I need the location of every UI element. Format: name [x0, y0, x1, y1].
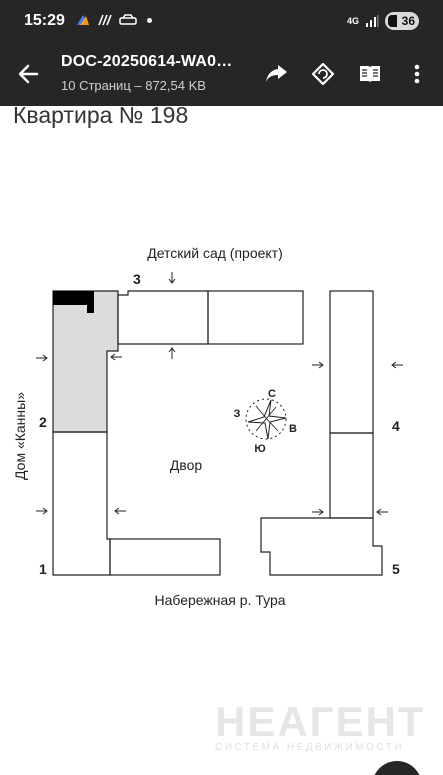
notification-dot — [147, 17, 152, 23]
apartment-heading: Квартира № 198 — [13, 106, 189, 128]
building-section-3 — [117, 290, 209, 345]
battery-icon: 36 — [385, 12, 419, 30]
kindergarten-label: Детский сад (проект) — [147, 245, 283, 261]
cell-signal-icon — [366, 15, 379, 27]
status-right: 4G 36 — [347, 12, 419, 30]
battery-level: 36 — [401, 14, 415, 28]
building-section-5 — [260, 517, 383, 576]
building-section-1-wing — [109, 538, 221, 576]
status-bar: 15:29 4G 36 — [0, 0, 443, 42]
building-section-4-lower — [329, 432, 374, 519]
compass-west: З — [234, 408, 241, 420]
section-number-4: 4 — [392, 418, 400, 434]
yard-label: Двор — [170, 457, 203, 473]
entrance-arrows — [36, 272, 403, 516]
section-number-2: 2 — [39, 414, 47, 430]
app-bar: DOC-20250614-WA0… 10 Страниц – 872,54 KB — [0, 42, 443, 106]
share-button[interactable] — [258, 56, 294, 92]
apartment-marker-notch — [87, 291, 94, 313]
network-type: 4G — [346, 15, 359, 26]
app-notification-icon — [77, 15, 89, 25]
section-number-5: 5 — [392, 561, 400, 577]
compass-south: Ю — [254, 443, 265, 455]
compass-east: В — [289, 423, 297, 435]
site-plan: Детский сад (проект) 3 2 1 4 5 Дом «Канн… — [12, 245, 403, 608]
embankment-label: Набережная р. Тура — [154, 592, 285, 608]
back-arrow-icon — [18, 64, 39, 84]
notification-icons — [75, 13, 152, 27]
rotate-button[interactable] — [305, 56, 341, 92]
building-section-1 — [52, 431, 111, 576]
apartment-marker — [53, 291, 94, 305]
signal-lines-icon — [98, 14, 112, 26]
more-vert-icon — [414, 64, 420, 84]
building-section-2 — [52, 290, 119, 433]
watermark-tagline: СИСТЕМА НЕДВИЖИМОСТИ — [215, 742, 405, 753]
building-section-4 — [329, 290, 374, 434]
reader-mode-button[interactable] — [352, 56, 388, 92]
document-subtitle: 10 Страниц – 872,54 KB — [61, 78, 206, 93]
share-icon — [266, 65, 287, 82]
compass-rose: С З В Ю — [234, 388, 297, 455]
section-number-3: 3 — [133, 271, 141, 287]
compass-north: С — [268, 388, 276, 400]
document-viewer[interactable]: Квартира № 198 Детский сад (проект) 3 2 … — [0, 106, 443, 775]
building-section-3-east — [207, 290, 304, 345]
house-label: Дом «Канны» — [12, 392, 28, 480]
floating-action-button[interactable] — [372, 761, 422, 775]
rotate-icon — [311, 62, 335, 86]
document-title: DOC-20250614-WA0… — [61, 53, 233, 70]
more-options-button[interactable] — [399, 56, 435, 92]
reader-mode-icon — [360, 66, 380, 83]
car-icon — [119, 14, 137, 25]
watermark-brand: НЕАГЕНТ — [215, 698, 426, 745]
back-button[interactable] — [10, 56, 46, 92]
status-time: 15:29 — [24, 12, 65, 29]
section-number-1: 1 — [39, 561, 47, 577]
